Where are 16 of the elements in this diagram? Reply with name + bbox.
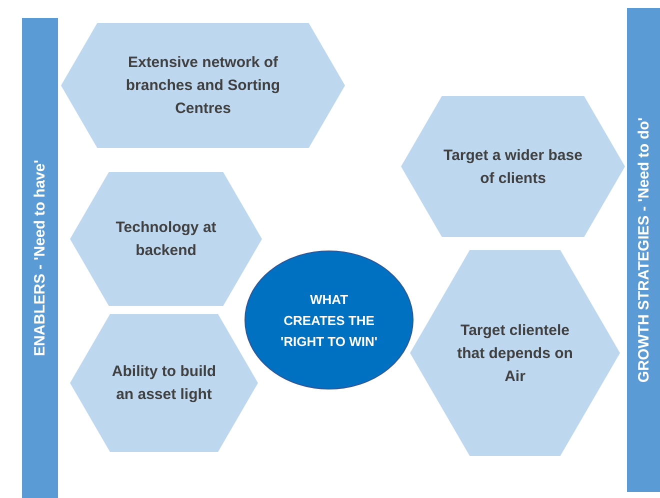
hexagon-label: Target clientele that depends on Air <box>456 320 574 386</box>
hexagon-shape <box>401 96 625 237</box>
hexagon-label: Technology at backend <box>114 218 218 261</box>
hexagon-shape <box>410 250 620 456</box>
hexagon-label: Target a wider base of clients <box>442 146 584 188</box>
center-circle <box>244 250 414 390</box>
hexagon-label: Extensive network of branches and Sorting Centres <box>124 53 282 119</box>
hexagon-label: Ability to build an asset light <box>110 362 218 405</box>
hexagon-shape <box>70 314 258 452</box>
center-label: WHAT CREATES THE 'RIGHT TO WIN' <box>280 290 378 350</box>
banner-label: ENABLERS - 'Need to have' <box>32 160 48 356</box>
hexagon-shape <box>61 23 345 148</box>
side-banner <box>22 18 58 498</box>
banner-label: GROWTH STRATEGIES - 'Need to do' <box>636 117 652 383</box>
hexagon-shape <box>70 172 262 306</box>
side-banner <box>627 8 660 492</box>
